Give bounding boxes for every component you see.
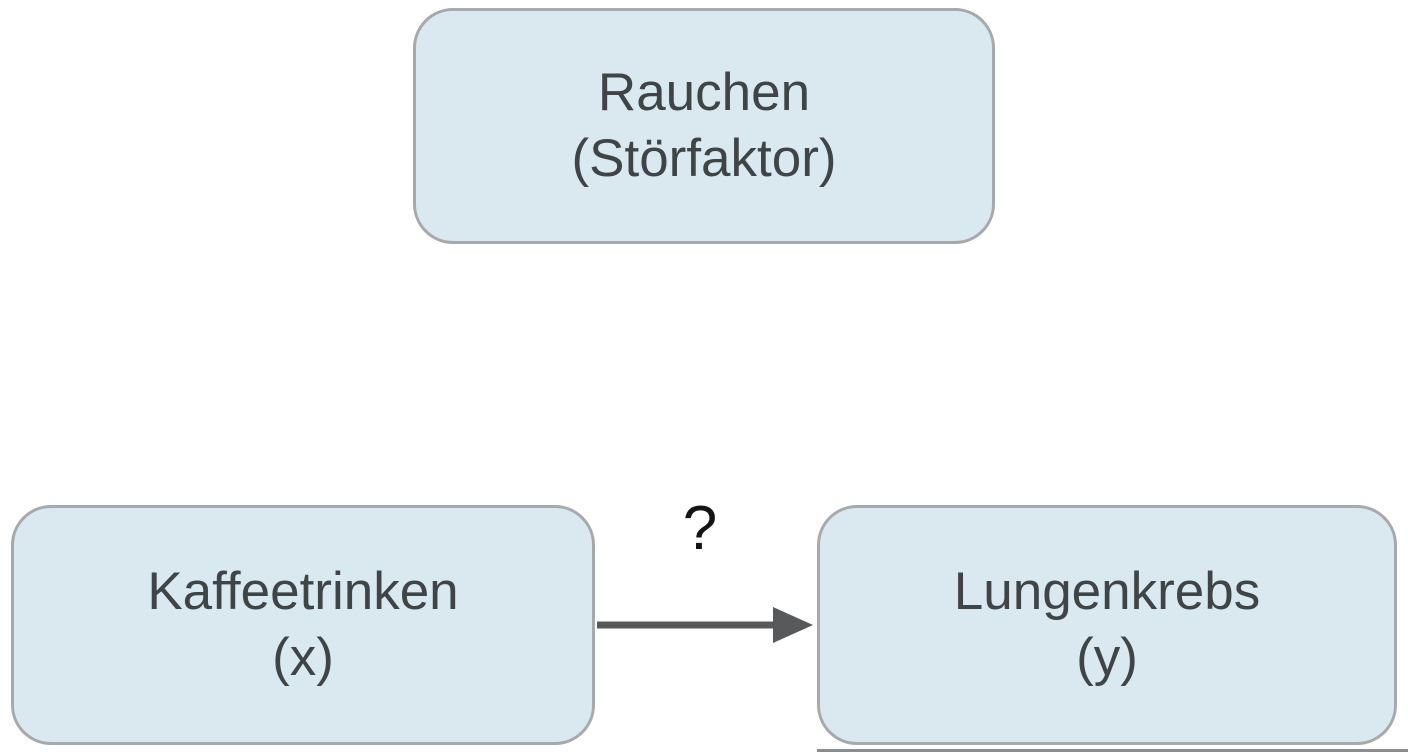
node-effect: Lungenkrebs (y)	[817, 505, 1397, 745]
node-cause-label: Kaffeetrinken	[147, 562, 459, 622]
node-confounder: Rauchen (Störfaktor)	[413, 8, 995, 244]
edge-question-label: ?	[682, 494, 718, 563]
node-cause: Kaffeetrinken (x)	[11, 505, 595, 745]
cropped-element-edge	[817, 749, 1408, 752]
arrow-cause-to-effect-icon	[597, 607, 813, 643]
node-effect-label: Lungenkrebs	[953, 562, 1261, 622]
node-confounder-sublabel: (Störfaktor)	[571, 129, 837, 188]
node-confounder-label: Rauchen	[597, 63, 811, 123]
node-effect-sublabel: (y)	[1076, 628, 1138, 687]
node-cause-sublabel: (x)	[272, 628, 334, 687]
